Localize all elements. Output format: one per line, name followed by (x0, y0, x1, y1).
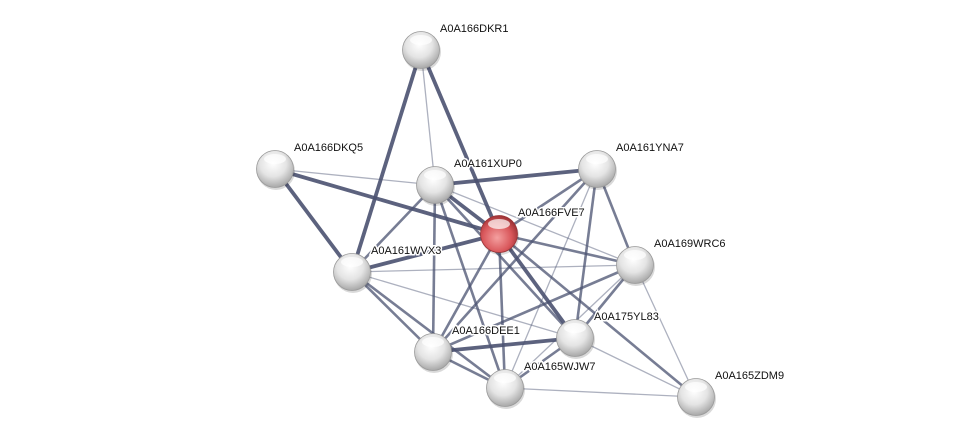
node-highlight (586, 154, 608, 164)
node-highlight (488, 219, 510, 229)
node-highlight (422, 337, 444, 347)
node-highlight (410, 35, 432, 45)
node-highlight (264, 154, 286, 164)
node-A0A169WRC6[interactable]: A0A169WRC6 (616, 237, 727, 286)
node-A0A161YNA7[interactable]: A0A161YNA7 (578, 141, 685, 190)
node-label: A0A165ZDM9 (715, 370, 784, 382)
node-label: A0A165WJW7 (524, 361, 596, 373)
node-label: A0A166DEE1 (452, 325, 520, 337)
node-A0A161WVX3[interactable]: A0A161WVX3 (333, 244, 443, 293)
edge-A0A161XUP0-A0A166DEE1[interactable] (431, 184, 437, 353)
node-label: A0A169WRC6 (654, 238, 726, 250)
node-A0A165WJW7[interactable]: A0A165WJW7 (486, 360, 597, 409)
edge-A0A165WJW7-A0A165ZDM9[interactable] (504, 387, 697, 398)
node-highlight (341, 257, 363, 267)
edge-A0A161WVX3-A0A166DEE1[interactable] (351, 271, 434, 353)
node-label: A0A175YL83 (594, 311, 659, 323)
node-label: A0A161XUP0 (454, 158, 522, 170)
edge-A0A161YNA7-A0A166DEE1[interactable] (432, 168, 598, 353)
node-A0A166FVE7[interactable]: A0A166FVE7 (480, 206, 586, 255)
node-highlight (424, 170, 446, 180)
edge-A0A161XUP0-A0A169WRC6[interactable] (434, 184, 636, 266)
node-A0A166DEE1[interactable]: A0A166DEE1 (414, 324, 521, 373)
node-A0A161XUP0[interactable]: A0A161XUP0 (416, 157, 523, 206)
node-highlight (624, 250, 646, 260)
node-label: A0A166FVE7 (518, 207, 585, 219)
node-label: A0A166DKR1 (440, 23, 509, 35)
node-A0A175YL83[interactable]: A0A175YL83 (556, 310, 660, 359)
edge-A0A161WVX3-A0A175YL83[interactable] (351, 271, 576, 339)
edge-A0A166DKR1-A0A161WVX3[interactable] (350, 49, 423, 273)
edge-A0A166FVE7-A0A166DEE1[interactable] (431, 233, 501, 353)
node-A0A166DKQ5[interactable]: A0A166DKQ5 (256, 141, 365, 190)
edge-A0A161XUP0-A0A161WVX3[interactable] (351, 184, 436, 273)
node-label: A0A161WVX3 (371, 245, 441, 257)
node-highlight (564, 323, 586, 333)
edge-A0A166DEE1-A0A175YL83[interactable] (432, 336, 576, 354)
node-label: A0A166DKQ5 (294, 142, 363, 154)
edge-A0A166DKR1-A0A166FVE7[interactable] (419, 49, 501, 235)
edge-A0A166DKQ5-A0A161WVX3[interactable] (273, 167, 354, 274)
edge-A0A166FVE7-A0A165WJW7[interactable] (497, 233, 507, 389)
edge-A0A161YNA7-A0A166FVE7[interactable] (498, 167, 598, 236)
node-highlight (494, 373, 516, 383)
edge-A0A161XUP0-A0A175YL83[interactable] (434, 184, 576, 339)
node-label: A0A161YNA7 (616, 142, 684, 154)
node-A0A166DKR1[interactable]: A0A166DKR1 (402, 22, 510, 71)
edge-A0A166FVE7-A0A175YL83[interactable] (497, 232, 577, 340)
node-highlight (685, 382, 707, 392)
edge-A0A166DKQ5-A0A161XUP0[interactable] (274, 168, 436, 186)
edge-A0A161XUP0-A0A161YNA7[interactable] (434, 167, 598, 187)
edge-A0A161WVX3-A0A169WRC6[interactable] (351, 264, 636, 273)
edge-A0A169WRC6-A0A165ZDM9[interactable] (634, 264, 697, 398)
edge-A0A166FVE7-A0A165ZDM9[interactable] (498, 232, 697, 399)
edge-A0A169WRC6-A0A166DEE1[interactable] (432, 263, 636, 354)
edge-A0A166FVE7-A0A161WVX3[interactable] (351, 232, 500, 274)
node-A0A165ZDM9[interactable]: A0A165ZDM9 (677, 369, 786, 418)
edge-A0A166DKQ5-A0A166FVE7[interactable] (274, 167, 500, 236)
edge-A0A166DKR1-A0A161XUP0[interactable] (420, 49, 436, 186)
edge-A0A161WVX3-A0A165WJW7[interactable] (351, 270, 506, 390)
edge-A0A175YL83-A0A165ZDM9[interactable] (574, 337, 697, 398)
edge-A0A166FVE7-A0A169WRC6[interactable] (498, 232, 636, 267)
